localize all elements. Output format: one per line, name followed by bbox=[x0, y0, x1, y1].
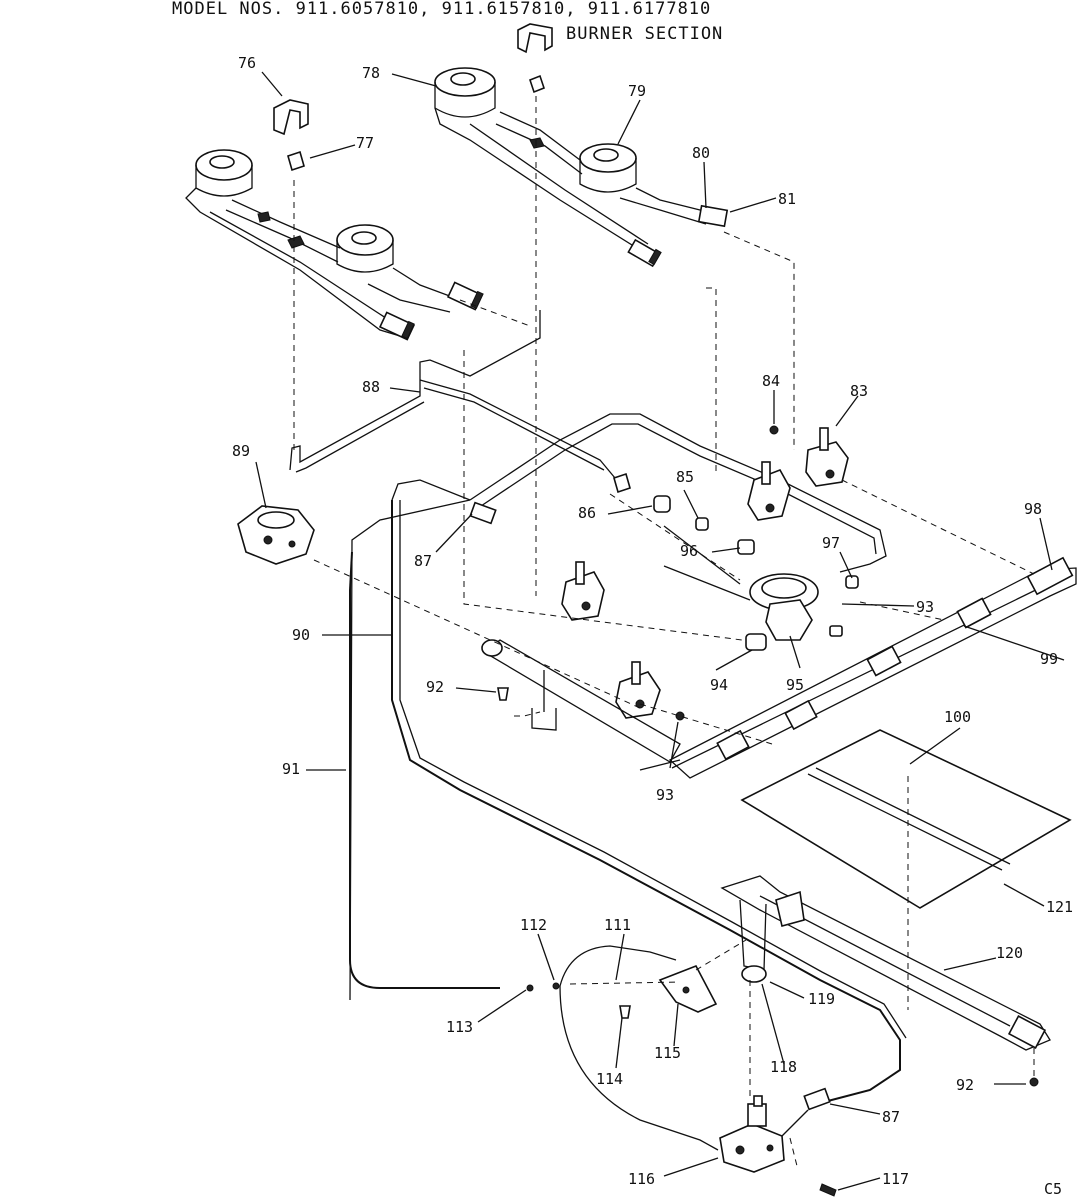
callout-90: 90 bbox=[292, 626, 310, 644]
callout-114: 114 bbox=[596, 1070, 623, 1088]
page-code: C5 bbox=[1044, 1180, 1062, 1198]
oven-safety-valve-116 bbox=[719, 1095, 809, 1173]
fitting-parts bbox=[469, 425, 859, 721]
callout-120: 120 bbox=[996, 944, 1023, 962]
oven-burner-120 bbox=[720, 875, 1051, 1051]
callout-92-left: 92 bbox=[426, 678, 444, 696]
callout-78: 78 bbox=[362, 64, 380, 82]
thermostat-valve-95 bbox=[663, 565, 819, 641]
callout-113: 113 bbox=[446, 1018, 473, 1036]
callout-95: 95 bbox=[786, 676, 804, 694]
callout-112: 112 bbox=[520, 916, 547, 934]
callout-121: 121 bbox=[1046, 898, 1073, 916]
model-numbers-header: MODEL NOS. 911.6057810, 911.6157810, 911… bbox=[172, 0, 711, 19]
burner-clip-part bbox=[273, 99, 309, 136]
callout-117: 117 bbox=[882, 1170, 909, 1188]
manifold-pipe bbox=[639, 556, 1077, 779]
igniter-part bbox=[287, 150, 305, 172]
callout-111: 111 bbox=[604, 916, 631, 934]
bracket-115 bbox=[658, 964, 718, 1013]
callout-79: 79 bbox=[628, 82, 646, 100]
callout-93-lower: 93 bbox=[656, 786, 674, 804]
burner-section-icon bbox=[517, 23, 553, 54]
callout-85: 85 bbox=[676, 468, 694, 486]
valve-part-83 bbox=[805, 427, 849, 487]
screw-parts bbox=[497, 687, 1039, 1197]
baffle-plate bbox=[740, 729, 1072, 909]
callout-77: 77 bbox=[356, 134, 374, 152]
callout-81: 81 bbox=[778, 190, 796, 208]
callout-100: 100 bbox=[944, 708, 971, 726]
callout-84: 84 bbox=[762, 372, 780, 390]
callout-labels: 76 77 78 79 80 81 83 84 85 86 87 87 88 8… bbox=[232, 54, 1073, 1198]
callout-83: 83 bbox=[850, 382, 868, 400]
assembly-guide-lines bbox=[293, 96, 1035, 1171]
section-title: BURNER SECTION bbox=[566, 24, 723, 44]
regulator-89 bbox=[237, 505, 315, 565]
callout-96: 96 bbox=[680, 542, 698, 560]
callout-80: 80 bbox=[692, 144, 710, 162]
center-igniter-part bbox=[529, 74, 545, 94]
orifice-87-lower bbox=[803, 1087, 831, 1111]
callout-99: 99 bbox=[1040, 650, 1058, 668]
right-burner-assembly bbox=[434, 67, 729, 268]
oven-burner-tube bbox=[481, 639, 681, 763]
callout-76: 76 bbox=[238, 54, 256, 72]
callout-119: 119 bbox=[808, 990, 835, 1008]
callout-118: 118 bbox=[770, 1058, 797, 1076]
callout-91: 91 bbox=[282, 760, 300, 778]
left-burner-assembly bbox=[185, 149, 484, 341]
callout-88: 88 bbox=[362, 378, 380, 396]
callout-leaders bbox=[255, 71, 1065, 1191]
callout-92-right: 92 bbox=[956, 1076, 974, 1094]
callout-115: 115 bbox=[654, 1044, 681, 1062]
callout-89: 89 bbox=[232, 442, 250, 460]
callout-87-lower: 87 bbox=[882, 1108, 900, 1126]
callout-94: 94 bbox=[710, 676, 728, 694]
callout-97: 97 bbox=[822, 534, 840, 552]
callout-93-right: 93 bbox=[916, 598, 934, 616]
burner-valve-middle bbox=[561, 561, 605, 621]
burner-valve-upper bbox=[747, 461, 791, 521]
callout-98: 98 bbox=[1024, 500, 1042, 518]
callout-87-upper: 87 bbox=[414, 552, 432, 570]
callout-116: 116 bbox=[628, 1170, 655, 1188]
burner-valve-lower bbox=[615, 661, 661, 719]
gas-tubing bbox=[289, 310, 907, 1151]
callout-86: 86 bbox=[578, 504, 596, 522]
